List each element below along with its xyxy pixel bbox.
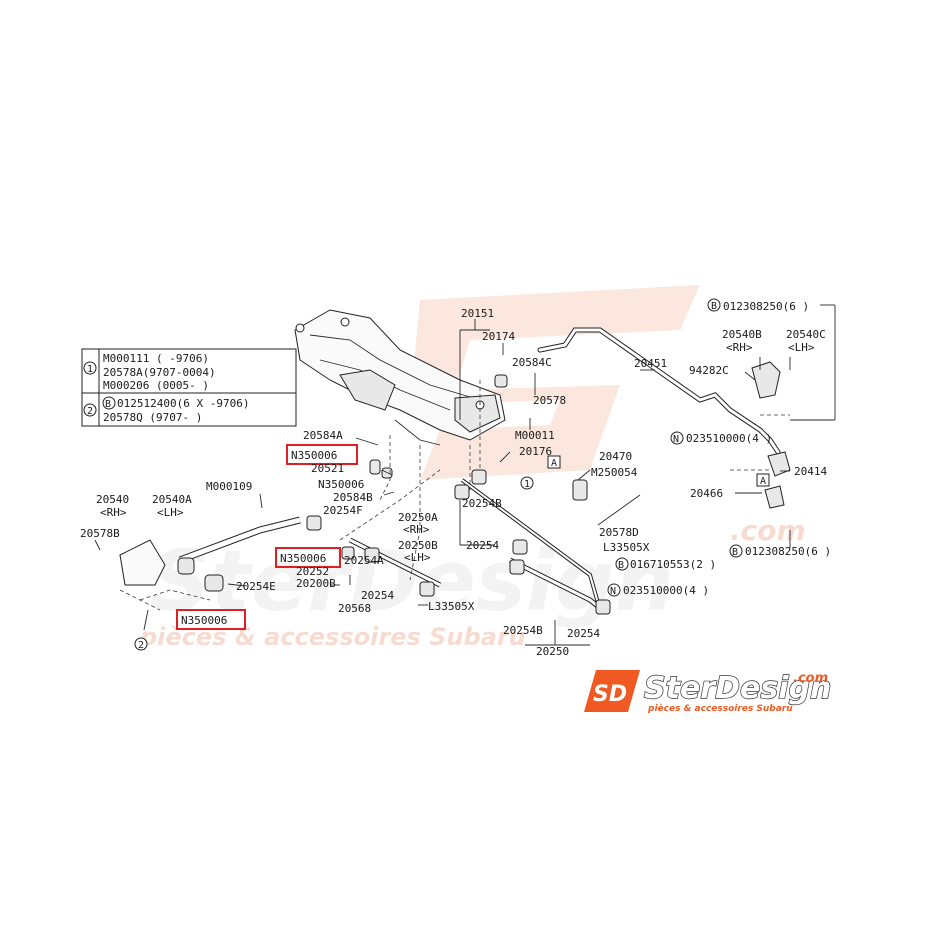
label-20176: 20176 xyxy=(519,445,552,458)
brand-tagline: pièces & accessoires Subaru xyxy=(647,703,793,714)
leader-lines xyxy=(94,304,836,646)
label-20521: 20521 xyxy=(311,462,344,475)
label-20254E: 20254E xyxy=(236,580,276,593)
n-marker-1: N xyxy=(673,434,679,445)
label-b012308250-top: 012308250(6 ) xyxy=(723,300,809,313)
label-20540B: 20540B xyxy=(722,328,762,341)
label-20151: 20151 xyxy=(461,307,494,320)
b-marker-2: B xyxy=(732,547,738,558)
label-20578D: 20578D xyxy=(599,526,639,539)
highlight-n350006-2 xyxy=(275,547,341,568)
crossmember-20151 xyxy=(294,309,506,446)
label-l33505x-2: L33505X xyxy=(428,600,475,613)
b-marker-3: B xyxy=(618,560,624,571)
n-marker-2: N xyxy=(610,586,616,597)
links-group xyxy=(119,374,641,615)
highlight-n350006-1 xyxy=(286,444,358,465)
b-marker-1: B xyxy=(711,301,717,312)
label-94282C: 94282C xyxy=(689,364,729,377)
circle-marker-1: 1 xyxy=(524,479,530,490)
brand-name: SterDesign xyxy=(644,671,831,706)
label-lh-2: <LH> xyxy=(404,551,431,564)
label-20254A: 20254A xyxy=(344,554,384,567)
label-20254-c: 20254 xyxy=(466,539,499,552)
label-20470: 20470 xyxy=(599,450,632,463)
label-lh-1: <LH> xyxy=(788,341,815,354)
label-20584C: 20584C xyxy=(512,356,552,369)
label-20250A: 20250A xyxy=(398,511,438,524)
legend-bolt-marker: B xyxy=(105,399,111,410)
label-20200B: 20200B xyxy=(296,577,336,590)
label-20254B-r: 20254B xyxy=(503,624,543,637)
brand-logo: SD SterDesign .com pièces & accessoires … xyxy=(584,670,832,714)
label-20540: 20540 xyxy=(96,493,129,506)
guide-lines xyxy=(119,380,790,611)
label-20578: 20578 xyxy=(533,394,566,407)
label-20174: 20174 xyxy=(482,330,515,343)
markers: 1 2 A A B N B B N xyxy=(134,298,770,651)
label-20254-d: 20254 xyxy=(361,589,394,602)
box-marker-a-2: A xyxy=(760,476,766,487)
box-marker-a-1: A xyxy=(551,458,557,469)
label-20252: 20252 xyxy=(296,565,329,578)
part-labels: 20151 20174 20584C 20578 M00011 20176 20… xyxy=(80,300,831,658)
label-20584B: 20584B xyxy=(333,491,373,504)
label-rh-3: <RH> xyxy=(100,506,127,519)
label-20540C: 20540C xyxy=(786,328,826,341)
label-M00011: M00011 xyxy=(515,429,555,442)
legend-table: 1 2 M000111 ( -9706) 20578A(9707-0004) M… xyxy=(81,348,297,427)
label-20584A: 20584A xyxy=(303,429,343,442)
watermark-tld: .com xyxy=(730,514,806,547)
label-20254B-c: 20254B xyxy=(462,497,502,510)
label-b012308250-bot: 012308250(6 ) xyxy=(745,545,831,558)
legend-row2-line2: 20578Q (9707- ) xyxy=(103,411,202,424)
label-20568: 20568 xyxy=(338,602,371,615)
label-n023510000-bot: 023510000(4 ) xyxy=(623,584,709,597)
label-n350006-hl2: N350006 xyxy=(280,552,326,565)
label-b016710553: 016710553(2 ) xyxy=(630,558,716,571)
legend-row1-line3: M000206 (0005- ) xyxy=(103,379,209,392)
legend-row2-line1: 012512400(6 X -9706) xyxy=(117,397,249,410)
legend-row1-line1: M000111 ( -9706) xyxy=(103,352,209,365)
label-20250B: 20250B xyxy=(398,539,438,552)
watermark-text: SterDesign xyxy=(150,532,674,630)
label-20466: 20466 xyxy=(690,487,723,500)
label-M000109: M000109 xyxy=(206,480,252,493)
label-20250-bottom: 20250 xyxy=(536,645,569,658)
legend-marker-1: 1 xyxy=(87,364,93,375)
stabilizer-bar-20451 xyxy=(537,327,791,509)
label-20540A: 20540A xyxy=(152,493,192,506)
logo-letters: SD xyxy=(593,682,627,707)
label-n023510000-top: 023510000(4 ) xyxy=(686,432,772,445)
circle-marker-2: 2 xyxy=(138,640,144,651)
label-20451: 20451 xyxy=(634,357,667,370)
brand-tld: .com xyxy=(793,671,828,686)
label-rh-1: <RH> xyxy=(726,341,753,354)
logo-badge xyxy=(584,670,640,712)
label-20578B: 20578B xyxy=(80,527,120,540)
label-rh-2: <RH> xyxy=(403,523,430,536)
label-n350006-plain: N350006 xyxy=(318,478,364,491)
label-lh-3: <LH> xyxy=(157,506,184,519)
watermark-tagline: pièces & accessoires Subaru xyxy=(139,623,526,651)
label-M250054: M250054 xyxy=(591,466,638,479)
label-20254F: 20254F xyxy=(323,504,363,517)
highlight-boxes xyxy=(176,444,358,630)
legend-marker-2: 2 xyxy=(87,406,93,417)
label-n350006-hl1: N350006 xyxy=(291,449,337,462)
label-l33505x-1: L33505X xyxy=(603,541,650,554)
label-20254-r: 20254 xyxy=(567,627,600,640)
label-n350006-hl3: N350006 xyxy=(181,614,227,627)
label-20414: 20414 xyxy=(794,465,827,478)
legend-row1-line2: 20578A(9707-0004) xyxy=(103,366,216,379)
highlight-n350006-3 xyxy=(176,609,246,630)
